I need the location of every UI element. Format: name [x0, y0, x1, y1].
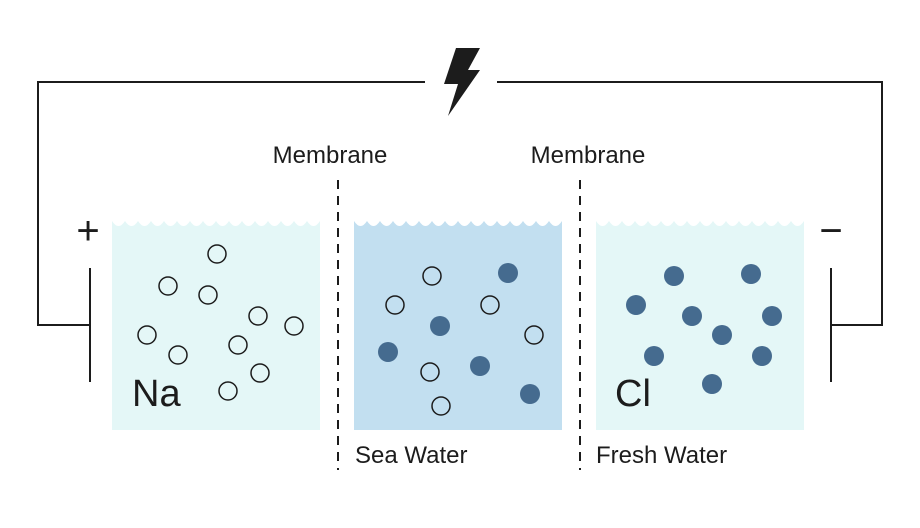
sea-water-label: Sea Water: [355, 442, 468, 469]
na-particle: [284, 316, 304, 336]
sea-particles: [378, 263, 544, 416]
na-particle: [137, 325, 157, 345]
membrane-left-label: Membrane: [273, 142, 388, 169]
cl-particles: [626, 264, 782, 394]
na-particle: [248, 306, 268, 326]
sea-particle-open: [420, 362, 440, 382]
na-particle: [218, 381, 238, 401]
cl-particle: [626, 295, 646, 315]
na-particle: [198, 285, 218, 305]
cl-particle: [741, 264, 761, 284]
circuit-wire-right: [497, 81, 883, 326]
cl-particle: [762, 306, 782, 326]
membrane-right-label: Membrane: [531, 142, 646, 169]
sea-particle-filled: [430, 316, 450, 336]
circuit-wire-left: [37, 81, 425, 326]
cl-particle: [712, 325, 732, 345]
na-particle: [158, 276, 178, 296]
cl-ion-label: Cl: [615, 373, 651, 415]
sea-particle-filled: [470, 356, 490, 376]
sea-particle-open: [422, 266, 442, 286]
na-particle: [228, 335, 248, 355]
sea-particle-filled: [378, 342, 398, 362]
na-particle: [250, 363, 270, 383]
cl-particle: [702, 374, 722, 394]
sea-particle-open: [524, 325, 544, 345]
na-ion-label: Na: [132, 373, 181, 415]
cl-particle: [682, 306, 702, 326]
na-particle: [207, 244, 227, 264]
sea-particle-open: [385, 295, 405, 315]
na-particles: [137, 244, 304, 401]
fresh-water-label: Fresh Water: [596, 442, 727, 469]
sea-particle-open: [431, 396, 451, 416]
sea-particle-open: [480, 295, 500, 315]
sea-particle-filled: [520, 384, 540, 404]
cl-particle: [664, 266, 684, 286]
negative-sign: −: [819, 209, 842, 253]
lightning-bolt-icon: [444, 48, 480, 116]
cl-particle: [752, 346, 772, 366]
cl-particle: [644, 346, 664, 366]
na-particle: [168, 345, 188, 365]
positive-sign: +: [76, 209, 99, 253]
sea-particle-filled: [498, 263, 518, 283]
